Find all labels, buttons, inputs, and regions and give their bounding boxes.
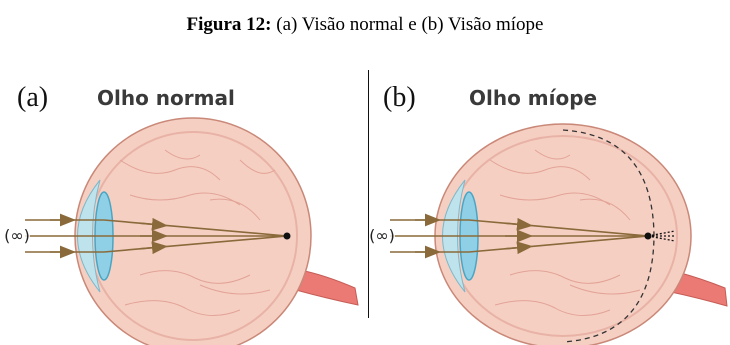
infinity-symbol: (∞): [369, 226, 395, 245]
figure-caption-text: (a) Visão normal e (b) Visão míope: [272, 14, 544, 35]
myopic-eye-diagram: (∞): [365, 100, 725, 345]
figure-label: Figura 12:: [187, 14, 272, 35]
figure-caption: Figura 12: (a) Visão normal e (b) Visão …: [0, 14, 730, 36]
focal-point: [284, 233, 291, 240]
infinity-symbol: (∞): [4, 226, 30, 245]
focal-point: [645, 233, 652, 240]
normal-eye-diagram: (∞): [0, 100, 360, 345]
optic-nerve: [296, 270, 358, 305]
